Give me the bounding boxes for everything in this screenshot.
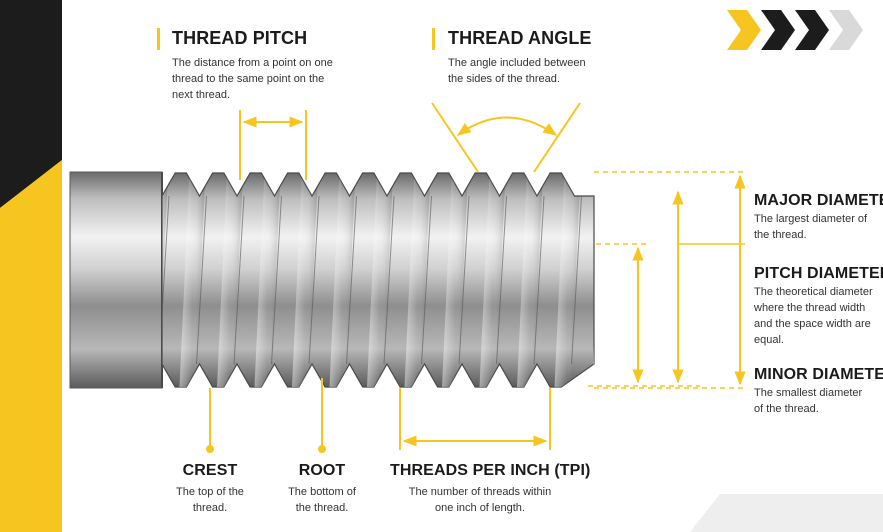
thread-groove [383, 195, 395, 365]
thread-pitch-desc: The distance from a point on one thread … [172, 57, 333, 101]
tpi-desc: The number of threads within one inch of… [408, 486, 552, 514]
thread-groove [196, 195, 207, 365]
root-desc: The bottom of the thread. [288, 486, 356, 514]
thread-ridge [329, 173, 356, 387]
tpi-title: THREADS PER INCH (TPI) [390, 462, 591, 479]
thread-groove [271, 195, 282, 365]
major-diameter-title: MAJOR DIAMETER [754, 192, 883, 209]
thread-ridge [367, 173, 393, 387]
thread-angle-dimension [431, 102, 581, 173]
thread-groove [233, 195, 245, 365]
thread-groove [346, 195, 357, 365]
thread-ridge [517, 173, 543, 387]
crest-title: CREST [182, 462, 238, 479]
chevron-arrow-icon [761, 10, 795, 50]
thread-ridge [217, 173, 243, 387]
thread-ridge [554, 173, 581, 387]
thread-angle-accent [432, 28, 435, 50]
thread-ridge [442, 173, 468, 387]
thread-ridge [479, 173, 506, 387]
thread-angle-title: THREAD ANGLE [448, 28, 592, 48]
bolt-shank [70, 172, 162, 388]
minor-diameter-desc: The smallest diameter of the thread. [754, 387, 863, 415]
thread-ridge [179, 173, 206, 387]
crest-desc: The top of the thread. [176, 486, 244, 514]
thread-groove [571, 195, 582, 365]
thread-ridge [404, 173, 431, 387]
bottom-gray-band [690, 494, 883, 532]
thread-pitch-title: THREAD PITCH [172, 28, 308, 48]
thread-pitch-accent [157, 28, 160, 50]
thread-ridge [592, 173, 594, 387]
thread-angle-desc: The angle included between the sides of … [448, 57, 586, 85]
thread-groove [609, 196, 619, 364]
threaded-section [161, 172, 619, 388]
thread-ridges [162, 173, 619, 387]
pitch-diameter-title: PITCH DIAMETER [754, 265, 883, 282]
thread-ridge [292, 173, 318, 387]
crest-leader [206, 388, 214, 453]
thread-groove [458, 195, 470, 365]
thread-ridge [254, 173, 281, 387]
root-leader [318, 378, 326, 453]
pitch-diameter-desc: The theoretical diameter where the threa… [754, 286, 873, 346]
diameter-extension-lines [588, 171, 745, 389]
minor-diameter-title: MINOR DIAMETER [754, 366, 883, 383]
thread-groove [162, 195, 170, 365]
chevron-decoration [727, 10, 863, 50]
chevron-arrow-icon [829, 10, 863, 50]
tpi-dimension [399, 388, 551, 450]
thread-pitch-dimension [239, 110, 307, 180]
thread-groove [533, 195, 545, 365]
root-title: ROOT [298, 462, 346, 479]
chevron-arrow-icon [727, 10, 761, 50]
thread-groove [496, 195, 507, 365]
thread-groove [308, 195, 320, 365]
left-yellow-band [0, 160, 62, 532]
major-diameter-desc: The largest diameter of the thread. [754, 213, 868, 241]
thread-groove [421, 195, 432, 365]
chevron-arrow-icon [795, 10, 829, 50]
left-dark-band [0, 0, 62, 208]
